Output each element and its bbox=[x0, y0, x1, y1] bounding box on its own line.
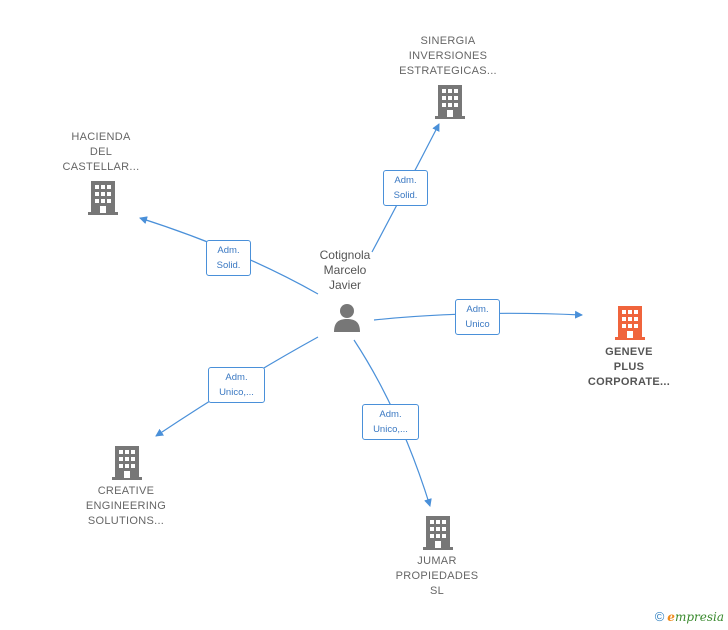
company-label-line: SL bbox=[429, 585, 445, 597]
building-icon[interactable] bbox=[615, 306, 645, 340]
company-label-line: SOLUTIONS... bbox=[87, 515, 165, 527]
company-label-line: JUMAR bbox=[417, 555, 457, 567]
relation-label-line: Adm. bbox=[379, 409, 402, 420]
relation-label-line: Unico,... bbox=[373, 424, 408, 435]
company-label-line: PROPIEDADES bbox=[395, 570, 479, 582]
relation-label-line: Unico bbox=[465, 319, 490, 330]
building-icon[interactable] bbox=[112, 446, 142, 480]
company-label-line: GENEVE bbox=[605, 346, 653, 358]
building-icon[interactable] bbox=[88, 181, 118, 215]
building-icon[interactable] bbox=[423, 516, 453, 550]
relation-label-line: Adm. bbox=[225, 372, 248, 383]
company-label-line: INVERSIONES bbox=[408, 50, 488, 62]
relation-label-geneve[interactable]: Adm. Unico bbox=[455, 299, 500, 335]
company-label-geneve[interactable]: GENEVE PLUS CORPORATE... bbox=[570, 345, 688, 390]
company-label-line: CREATIVE bbox=[97, 485, 155, 497]
relation-label-line: Solid. bbox=[393, 190, 418, 201]
person-name-line: Javier bbox=[328, 278, 361, 292]
company-label-line: ESTRATEGICAS... bbox=[399, 65, 497, 77]
person-name[interactable]: Cotignola Marcelo Javier bbox=[300, 248, 390, 293]
relation-label-hacienda[interactable]: Adm. Solid. bbox=[206, 240, 251, 276]
person-icon[interactable] bbox=[333, 303, 361, 333]
company-label-line: PLUS bbox=[613, 361, 645, 373]
relation-label-creative[interactable]: Adm. Unico,... bbox=[208, 367, 265, 403]
building-icon[interactable] bbox=[435, 85, 465, 119]
company-label-line: CORPORATE... bbox=[587, 376, 671, 388]
brand-logo-text: mpresia bbox=[674, 610, 724, 624]
company-label-creative[interactable]: CREATIVE ENGINEERING SOLUTIONS... bbox=[60, 484, 192, 529]
relation-label-jumar[interactable]: Adm. Unico,... bbox=[362, 404, 419, 440]
company-label-hacienda[interactable]: HACIENDA DEL CASTELLAR... bbox=[40, 130, 162, 175]
relation-label-line: Unico,... bbox=[219, 387, 254, 398]
brand-watermark: ©empresia bbox=[655, 609, 724, 624]
person-name-line: Cotignola bbox=[319, 248, 371, 262]
relation-label-line: Adm. bbox=[217, 245, 240, 256]
person-name-line: Marcelo bbox=[323, 263, 367, 277]
relation-label-line: Adm. bbox=[466, 304, 489, 315]
relation-label-line: Adm. bbox=[394, 175, 417, 186]
copyright-symbol: © bbox=[654, 609, 665, 624]
company-label-line: DEL bbox=[89, 146, 113, 158]
brand-logo-initial: e bbox=[667, 610, 675, 624]
company-label-line: CASTELLAR... bbox=[62, 161, 140, 173]
relation-label-line: Solid. bbox=[216, 260, 241, 271]
company-label-line: SINERGIA bbox=[420, 35, 476, 47]
relation-label-sinergia[interactable]: Adm. Solid. bbox=[383, 170, 428, 206]
company-label-line: HACIENDA bbox=[71, 131, 131, 143]
company-label-jumar[interactable]: JUMAR PROPIEDADES SL bbox=[378, 554, 496, 599]
company-label-line: ENGINEERING bbox=[85, 500, 167, 512]
company-label-sinergia[interactable]: SINERGIA INVERSIONES ESTRATEGICAS... bbox=[380, 34, 516, 79]
